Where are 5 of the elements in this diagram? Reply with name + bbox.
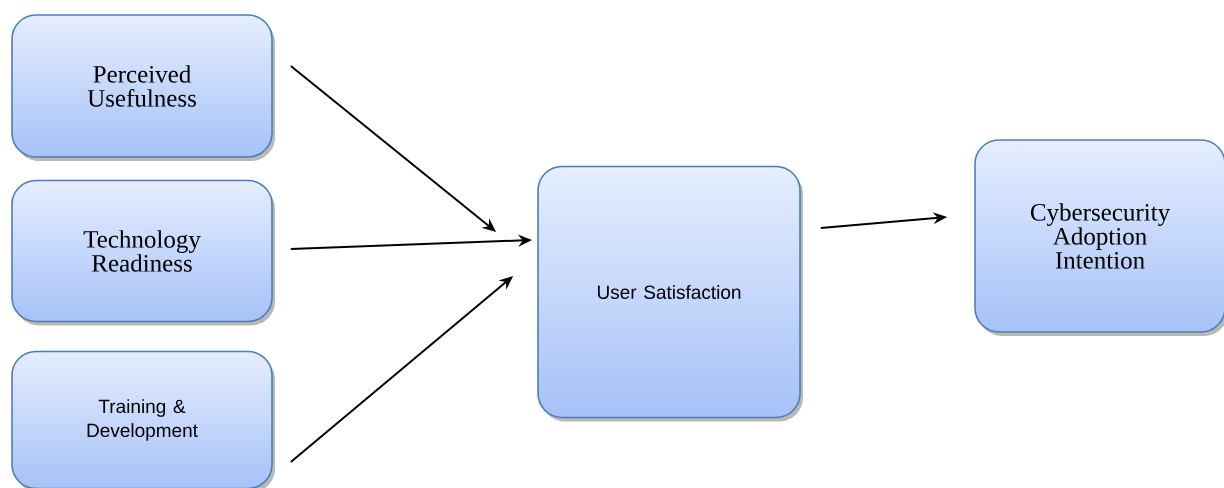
- rounded-box: Technology Readiness: [11, 179, 275, 326]
- rounded-box: Training & Development: [11, 350, 275, 488]
- rounded-box: User Satisfaction: [537, 165, 803, 422]
- rounded-box: Perceived Usefulness: [11, 14, 275, 161]
- rounded-box: Cybersecurity Adoption Intention: [974, 139, 1224, 336]
